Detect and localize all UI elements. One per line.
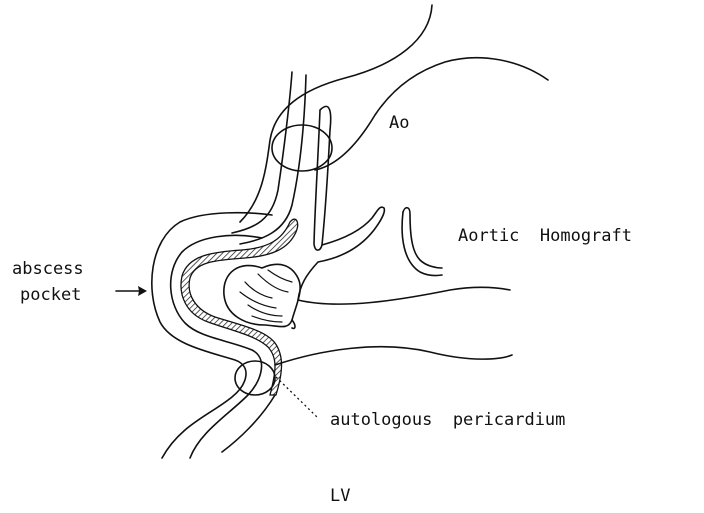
label-ao: Ao	[389, 113, 409, 133]
homograft-right-wall-inner	[402, 212, 442, 276]
label-abscess: abscess	[12, 259, 84, 279]
lower-junction-ring	[235, 361, 275, 395]
lower-ventricular-wall	[222, 395, 275, 452]
pericardium-leader	[276, 377, 318, 418]
label-lv: LV	[330, 486, 350, 506]
abscess-pocket-striations	[240, 270, 292, 322]
native-aortic-wall-left	[232, 72, 292, 233]
label-autologous-pericardium: autologous pericardium	[330, 410, 565, 430]
abscess-pocket-blob	[224, 264, 300, 326]
aorta-right-wall	[315, 58, 548, 170]
lv-septum-lower	[275, 347, 512, 365]
homograft-sinus	[298, 207, 384, 300]
abscess-middle-wall	[171, 235, 262, 458]
abscess-pocket-tail	[292, 320, 295, 328]
label-pocket: pocket	[20, 285, 81, 305]
lv-septum-upper	[298, 287, 510, 304]
label-aortic-homograft: Aortic Homograft	[458, 226, 632, 246]
abscess-arrow	[116, 286, 147, 296]
